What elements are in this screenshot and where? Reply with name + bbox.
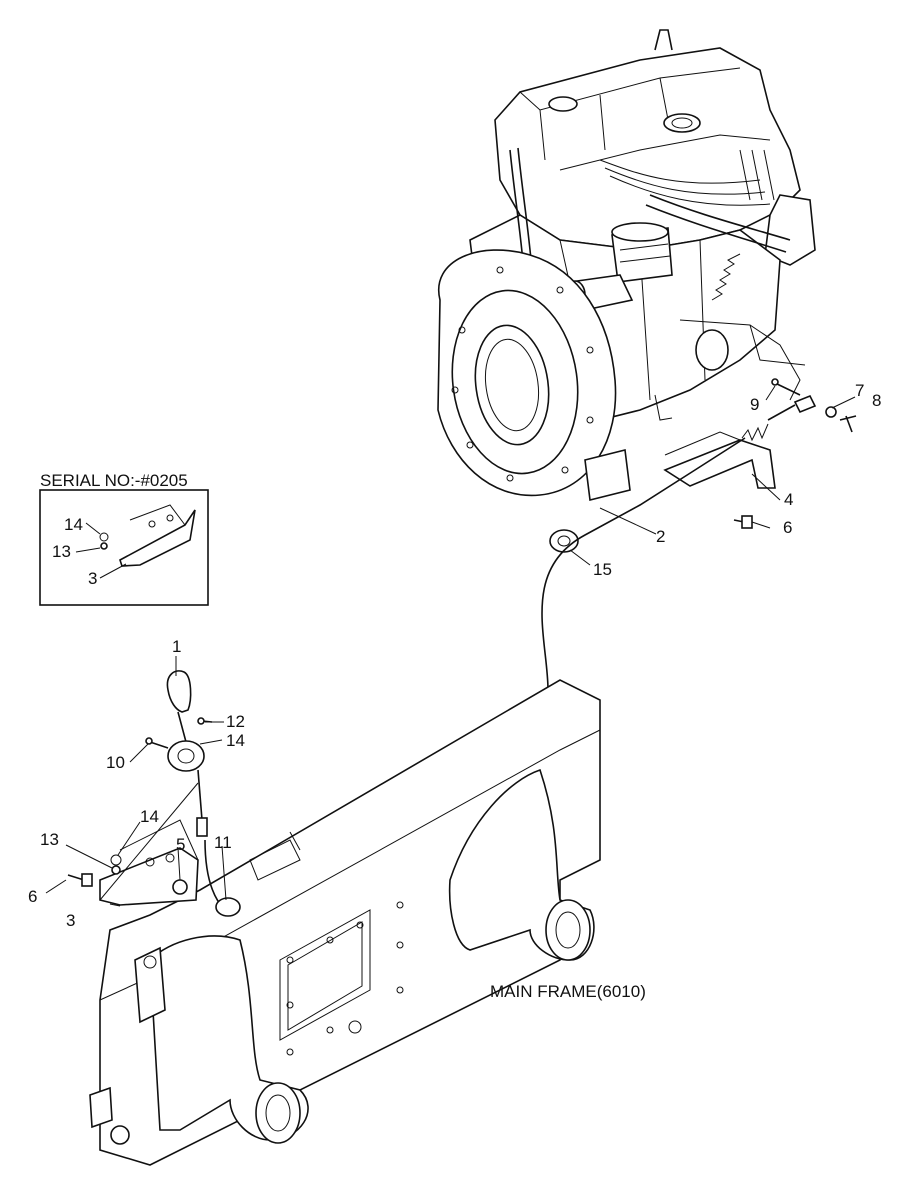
callout-10: 10 bbox=[106, 753, 125, 772]
callout-3: 3 bbox=[66, 911, 75, 930]
inset-frame bbox=[39, 489, 209, 606]
callout-7: 7 bbox=[855, 381, 864, 400]
callout-8: 8 bbox=[872, 391, 881, 410]
callout-15: 15 bbox=[593, 560, 612, 579]
callout-14-lever: 14 bbox=[226, 731, 245, 750]
callout-9: 9 bbox=[750, 395, 759, 414]
cable-bracket-parts bbox=[549, 378, 857, 553]
serial-inset bbox=[39, 489, 209, 606]
inset-callout-13: 13 bbox=[52, 542, 71, 561]
throttle-lever-assembly bbox=[67, 670, 241, 917]
inset-callout-14: 14 bbox=[64, 515, 83, 534]
callout-leaders bbox=[45, 385, 856, 907]
callout-13: 13 bbox=[40, 830, 59, 849]
main-frame-label: MAIN FRAME(6010) bbox=[490, 982, 646, 1001]
inset-callout-3: 3 bbox=[88, 569, 97, 588]
callout-5: 5 bbox=[176, 835, 185, 854]
callout-4: 4 bbox=[784, 490, 793, 509]
callout-6-lower: 6 bbox=[28, 887, 37, 906]
inset-title: SERIAL NO:-#0205 bbox=[40, 471, 188, 490]
callout-11: 11 bbox=[214, 833, 232, 852]
callout-6-upper: 6 bbox=[783, 518, 792, 537]
callout-12: 12 bbox=[226, 712, 245, 731]
callout-14-bracket: 14 bbox=[140, 807, 159, 826]
engine-assembly bbox=[437, 29, 816, 501]
callout-1: 1 bbox=[172, 637, 181, 656]
callouts: 1 2 3 4 5 6 6 7 8 9 10 11 12 13 14 14 14… bbox=[28, 381, 881, 930]
main-frame bbox=[89, 679, 601, 1166]
callout-2: 2 bbox=[656, 527, 665, 546]
